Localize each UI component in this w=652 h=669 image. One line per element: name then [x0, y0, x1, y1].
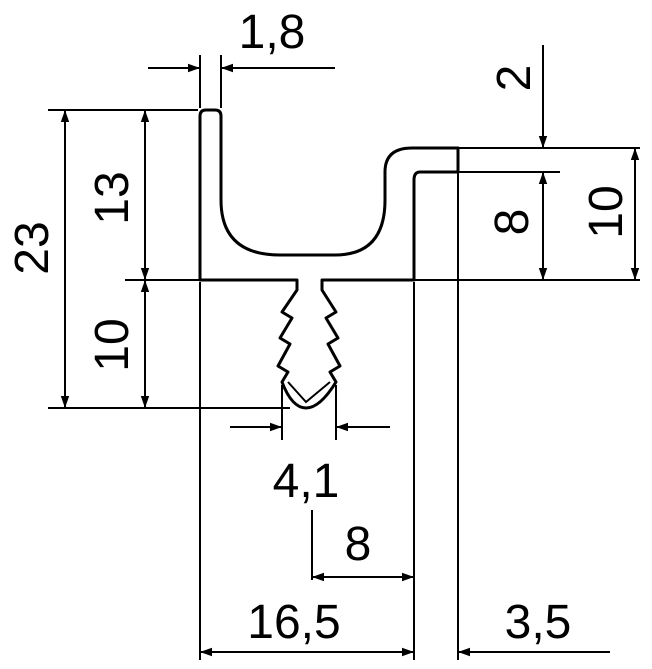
dimension-lines [60, 45, 640, 657]
dim-lower-height: 10 [86, 318, 139, 371]
extension-lines [48, 55, 640, 660]
dim-wall-thickness: 1,8 [239, 6, 306, 59]
profile-outline [198, 108, 460, 410]
dim-upper-height: 13 [86, 171, 139, 224]
dim-barb-width: 4,1 [273, 455, 340, 508]
dim-right-height: 10 [580, 185, 633, 238]
dim-barb-offset: 8 [345, 518, 372, 571]
dim-total-height: 23 [6, 221, 59, 274]
dimension-labels: 1,8 2 23 13 10 8 10 4,1 8 16,5 3,5 [6, 6, 633, 649]
dim-lip-offset: 2 [488, 65, 541, 92]
dim-lip-width: 3,5 [505, 596, 572, 649]
dim-right-step: 8 [486, 209, 539, 236]
dim-base-width: 16,5 [247, 596, 340, 649]
